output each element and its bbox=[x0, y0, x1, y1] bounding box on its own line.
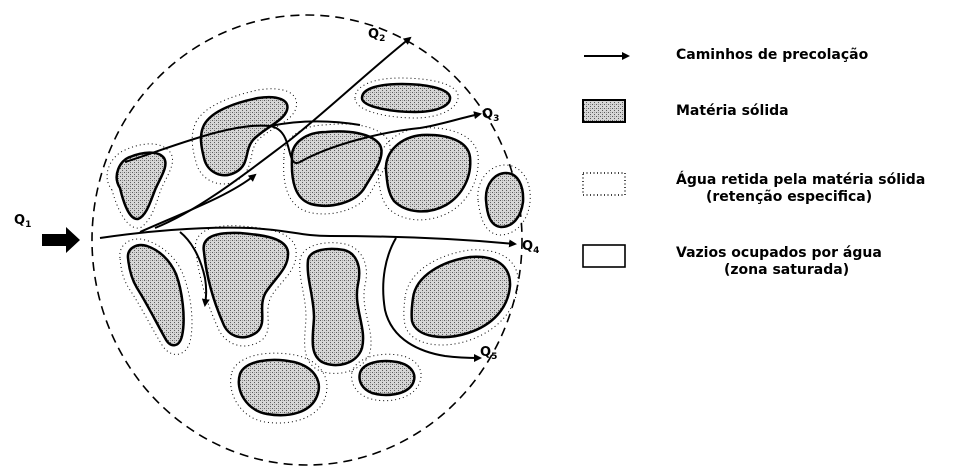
legend-label-voids: Vazios ocupados por água (zona saturada) bbox=[676, 245, 882, 279]
legend-voids-subtitle: (zona saturada) bbox=[676, 262, 882, 279]
flow-label-q1: Q1 bbox=[14, 213, 31, 230]
legend-retained-water-title: Água retida pela matéria sólida bbox=[676, 172, 925, 188]
legend-retained-water-swatch bbox=[583, 173, 625, 195]
solid-grains bbox=[107, 78, 530, 423]
path-down-left bbox=[180, 232, 206, 305]
flow-label-q5: Q5 bbox=[480, 345, 497, 362]
legend-retained-water-subtitle: (retenção especifica) bbox=[676, 189, 925, 206]
legend-label-solid: Matéria sólida bbox=[676, 103, 789, 120]
flow-label-q3: Q3 bbox=[482, 107, 499, 124]
legend-void-swatch bbox=[583, 245, 625, 267]
inflow-arrow bbox=[42, 227, 80, 253]
flow-label-q4: Q4 bbox=[522, 239, 539, 256]
legend-label-retained-water: Água retida pela matéria sólida (retençã… bbox=[676, 172, 925, 206]
legend-voids-title: Vazios ocupados por água bbox=[676, 245, 882, 261]
legend-solid-swatch bbox=[583, 100, 625, 122]
legend-label-percolation: Caminhos de precolação bbox=[676, 47, 868, 64]
legend-symbols bbox=[583, 56, 628, 267]
path-mid-branch bbox=[270, 121, 360, 126]
path-to-q4 bbox=[100, 228, 515, 244]
